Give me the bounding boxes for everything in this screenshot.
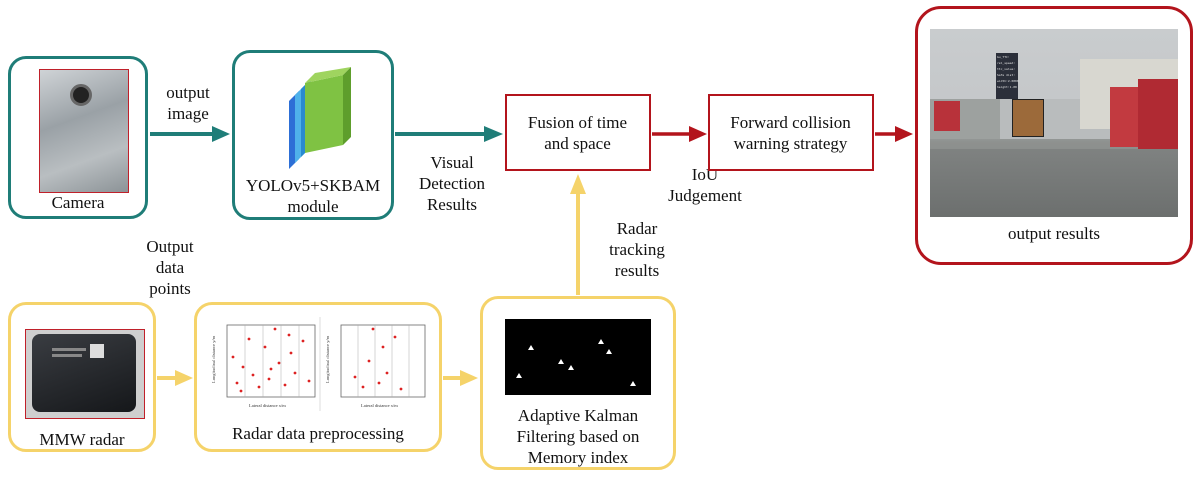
kalman-target-plot [505, 319, 651, 395]
sign-line: Safe dist: [997, 73, 1016, 77]
sign-line: rel_speed: [997, 61, 1016, 65]
feature-map-stack-icon [289, 67, 351, 169]
yolo-module-box: YOLOv5+SKBAM module [232, 50, 394, 220]
camera-label: Camera [51, 193, 105, 212]
kalman-box: Adaptive Kalman Filtering based on Memor… [480, 296, 676, 470]
plot1-ylabel: Longitudinal distance y/m [211, 335, 216, 383]
kalman-label: Adaptive Kalman Filtering based on Memor… [516, 406, 640, 467]
arrowhead-fcw-to-output [895, 126, 913, 142]
sign-line: height:1.00 [997, 85, 1017, 89]
truck-right-1 [1110, 87, 1138, 147]
radar-device-icon [32, 334, 136, 412]
truck-center [1012, 99, 1044, 137]
sign-line: ttc_value: [997, 67, 1016, 71]
radar-image [25, 329, 145, 419]
sign-board: Gu_TTC: rel_speed: ttc_value: Safe dist:… [996, 53, 1019, 99]
output-results-label: output results [1007, 224, 1101, 243]
target-markers [516, 339, 636, 386]
plot2-xlabel: Lateral distance x/m [361, 403, 398, 408]
output-scene-image: Gu_TTC: rel_speed: ttc_value: Safe dist:… [930, 29, 1178, 217]
truck-right-2 [1138, 79, 1178, 153]
arrowhead-camera-to-yolo [212, 126, 230, 142]
fcw-box: Forward collision warning strategy [708, 94, 874, 171]
plot1-xlabel: Lateral distance x/m [249, 403, 286, 408]
preprocessing-box: Longitudinal distance y/m Lateral distan… [194, 302, 442, 452]
plot2-ylabel: Longitudinal distance y/m [325, 335, 330, 383]
arrowhead-preprocessing-to-kalman [460, 370, 478, 386]
edge-label-output-data-points: Output data points [146, 237, 194, 298]
arrowhead-radar-to-preprocessing [175, 370, 193, 386]
arrowhead-fusion-to-fcw [689, 126, 707, 142]
output-results-box: Gu_TTC: rel_speed: ttc_value: Safe dist:… [915, 6, 1193, 265]
yolo-module-label: YOLOv5+SKBAM module [245, 176, 381, 216]
mmw-radar-box: MMW radar [8, 302, 156, 452]
truck-left [934, 101, 960, 131]
edge-label-output-image: output image [166, 83, 210, 123]
preprocessing-plots: Longitudinal distance y/m Lateral distan… [205, 317, 433, 411]
edge-label-visual-detection: Visual Detection Results [418, 153, 486, 214]
fcw-label: Forward collision warning strategy [730, 113, 851, 153]
arrowhead-kalman-to-fusion [570, 174, 586, 194]
fusion-label: Fusion of time and space [527, 113, 628, 153]
camera-image [39, 69, 129, 193]
camera-lens-icon [70, 84, 92, 106]
sign-line: width:2.0000 [997, 79, 1019, 83]
camera-box: Camera [8, 56, 148, 219]
edge-label-radar-tracking: Radar tracking results [609, 219, 665, 280]
arrowhead-yolo-to-fusion [484, 126, 503, 142]
preprocessing-label: Radar data preprocessing [232, 424, 404, 443]
fusion-box: Fusion of time and space [505, 94, 651, 171]
mmw-radar-label: MMW radar [39, 430, 125, 449]
sign-line: Gu_TTC: [997, 55, 1010, 59]
